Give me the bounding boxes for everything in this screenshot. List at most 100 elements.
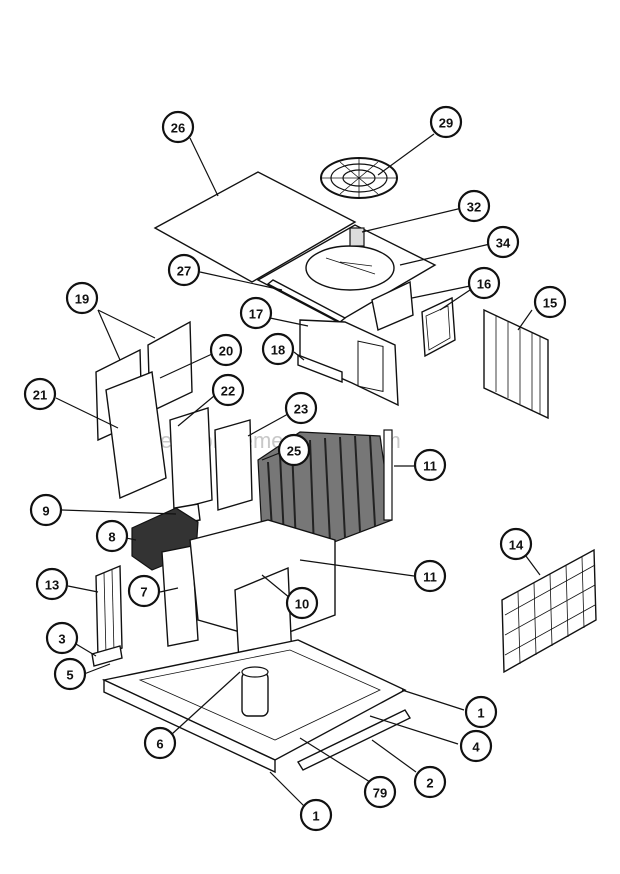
callout-label: 27	[177, 264, 191, 279]
callout-11: 11	[413, 559, 447, 593]
callout-circle	[29, 493, 63, 527]
callout-circle	[363, 775, 397, 809]
callout-circle	[209, 333, 243, 367]
callout-13: 13	[35, 567, 69, 601]
callout-circle	[486, 225, 520, 259]
callout-20: 20	[209, 333, 243, 367]
callout-14: 14	[499, 527, 533, 561]
callout-label: 11	[423, 570, 437, 585]
base-rail-front	[103, 678, 276, 774]
callout-23: 23	[284, 391, 318, 425]
callout-79: 79	[363, 775, 397, 809]
callout-circle	[53, 657, 87, 691]
callout-circle	[261, 332, 295, 366]
callout-label: 13	[45, 578, 59, 593]
callout-label: 5	[66, 668, 73, 683]
callout-label: 21	[33, 388, 47, 403]
callout-6: 6	[143, 726, 177, 760]
top-cover-panel	[153, 171, 357, 283]
condenser-grille-right	[483, 308, 549, 420]
callout-circle	[285, 586, 319, 620]
leader-lines	[55, 133, 541, 807]
callout-circle	[211, 373, 245, 407]
callout-10: 10	[285, 586, 319, 620]
corner-bracket	[91, 645, 123, 667]
callout-1: 1	[464, 695, 498, 729]
callout-27: 27	[167, 253, 201, 287]
callout-label: 9	[42, 504, 49, 519]
callout-label: 79	[373, 786, 387, 801]
callout-9: 9	[29, 493, 63, 527]
callout-5: 5	[53, 657, 87, 691]
callout-3: 3	[45, 621, 79, 655]
fan-guard	[320, 157, 398, 199]
center-partition	[161, 545, 199, 647]
callout-circle	[464, 695, 498, 729]
large-side-panel	[105, 371, 167, 500]
callout-circle	[413, 448, 447, 482]
callout-label: 6	[156, 737, 163, 752]
callout-label: 15	[543, 296, 557, 311]
callout-circle	[429, 105, 463, 139]
callout-4: 4	[459, 729, 493, 763]
callout-circle	[95, 519, 129, 553]
callout-label: 16	[477, 277, 491, 292]
callout-circle	[127, 574, 161, 608]
callout-label: 7	[140, 585, 147, 600]
callout-label: 8	[108, 530, 115, 545]
callout-circle	[167, 253, 201, 287]
callout-label: 10	[295, 597, 309, 612]
callout-18: 18	[261, 332, 295, 366]
callout-label: 34	[496, 236, 511, 251]
side-panel-small-a	[371, 280, 414, 331]
callout-label: 18	[271, 343, 285, 358]
callout-circle	[284, 391, 318, 425]
corner-panel-b	[214, 419, 253, 511]
corner-panel-a	[169, 407, 213, 511]
mounting-bracket	[297, 353, 343, 384]
callout-32: 32	[457, 189, 491, 223]
callout-11: 11	[413, 448, 447, 482]
callout-label: 23	[294, 402, 308, 417]
callout-17: 17	[239, 296, 273, 330]
compressor	[241, 666, 269, 717]
callout-label: 1	[477, 706, 484, 721]
callout-label: 32	[467, 200, 481, 215]
callout-circle	[161, 110, 195, 144]
callout-label: 2	[426, 776, 433, 791]
top-trim-strip	[266, 279, 347, 323]
callout-label: 4	[472, 740, 480, 755]
callout-label: 22	[221, 384, 235, 399]
callout-circle	[239, 296, 273, 330]
callout-label: 3	[58, 632, 65, 647]
callout-label: 19	[75, 292, 89, 307]
parts-drawing	[91, 157, 597, 774]
condenser-grille-front	[501, 548, 597, 674]
callout-label: 11	[423, 459, 437, 474]
callout-label: 14	[509, 538, 524, 553]
callout-8: 8	[95, 519, 129, 553]
callout-label: 25	[287, 444, 301, 459]
callout-16: 16	[467, 266, 501, 300]
callout-circle	[143, 726, 177, 760]
callout-circle	[499, 527, 533, 561]
callout-15: 15	[533, 285, 567, 319]
callout-circle	[413, 765, 447, 799]
callout-label: 20	[219, 344, 233, 359]
condenser-grille-left	[95, 564, 123, 660]
callout-circle	[299, 798, 333, 832]
callout-1: 1	[299, 798, 333, 832]
callout-29: 29	[429, 105, 463, 139]
callout-22: 22	[211, 373, 245, 407]
callout-26: 26	[161, 110, 195, 144]
callout-circle	[413, 559, 447, 593]
callout-circle	[45, 621, 79, 655]
side-panel-small-b	[421, 296, 456, 358]
callout-circle	[533, 285, 567, 319]
callout-label: 1	[312, 809, 319, 824]
callout-circle	[277, 433, 311, 467]
callout-circle	[467, 266, 501, 300]
callout-circle	[459, 729, 493, 763]
